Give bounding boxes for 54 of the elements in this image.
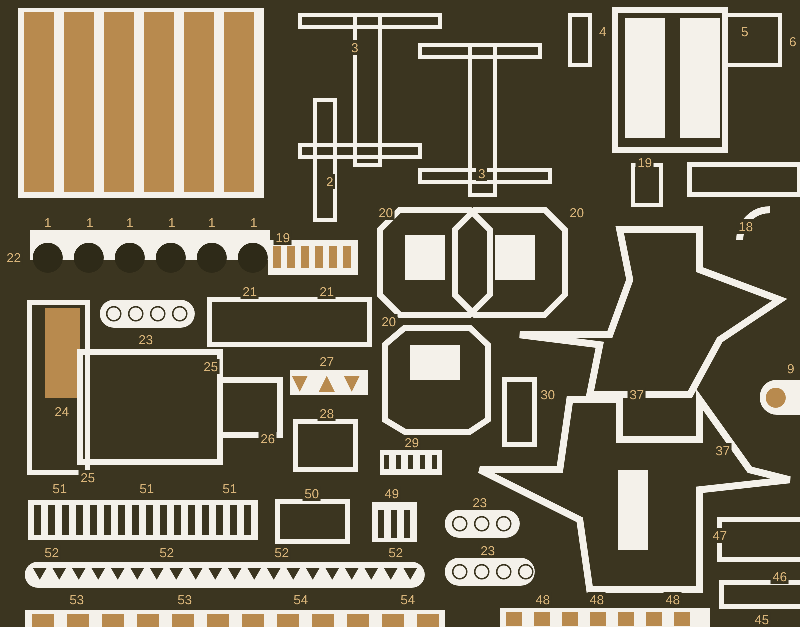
part-number: 48	[588, 592, 606, 608]
part-number: 1	[248, 216, 260, 230]
part-number: 51	[50, 482, 70, 496]
part-number: 1	[84, 216, 96, 230]
part-number: 23	[478, 544, 498, 558]
part-number: 21	[318, 284, 336, 300]
part-number: 51	[220, 482, 240, 496]
part-number: 6	[787, 34, 799, 50]
part-number: 21	[240, 284, 260, 300]
part-number: 1	[124, 216, 136, 230]
part-number: 37	[714, 444, 732, 458]
part-number: 20	[376, 206, 396, 220]
part-number: 25	[78, 470, 98, 486]
part-number: 52	[158, 546, 176, 560]
part-number: 23	[470, 496, 490, 510]
part-number: 22	[4, 250, 24, 266]
part-number: 45	[752, 612, 772, 627]
part-number: 3	[476, 166, 488, 182]
part-number: 9	[785, 362, 797, 376]
part-number: 52	[386, 546, 406, 560]
part-number: 54	[292, 592, 310, 608]
part-number: 1	[206, 216, 218, 230]
part-number: 48	[664, 592, 682, 608]
part-number: 46	[770, 570, 790, 584]
part-number: 51	[138, 482, 156, 496]
part-number: 47	[710, 528, 730, 544]
part-number: 4	[597, 24, 609, 40]
part-number: 19	[636, 156, 654, 170]
part-number: 30	[538, 388, 558, 402]
part-number: 50	[302, 486, 322, 502]
part-number: 25	[202, 360, 220, 374]
part-number: 37	[628, 388, 646, 402]
part-number: 49	[382, 486, 402, 502]
part-number: 28	[318, 406, 336, 422]
part-number: 52	[272, 546, 292, 560]
part-number: 27	[318, 354, 336, 370]
part-number: 53	[176, 592, 194, 608]
part-number: 2	[324, 174, 336, 190]
part-number: 20	[568, 206, 586, 220]
part-number: 52	[42, 546, 62, 560]
part-number: 1	[42, 216, 54, 230]
part-number: 24	[52, 404, 72, 420]
part-number: 18	[736, 220, 756, 234]
part-number: 1	[166, 216, 178, 230]
part-number: 54	[398, 592, 418, 608]
part-number: 53	[68, 592, 86, 608]
part-number: 29	[402, 436, 422, 450]
part-number: 26	[258, 432, 278, 446]
part-number: 3	[349, 40, 361, 56]
part-number: 5	[739, 24, 751, 40]
part-number: 19	[274, 230, 292, 246]
part-number: 48	[534, 592, 552, 608]
part-number: 23	[136, 332, 156, 348]
part-number: 20	[380, 314, 398, 330]
